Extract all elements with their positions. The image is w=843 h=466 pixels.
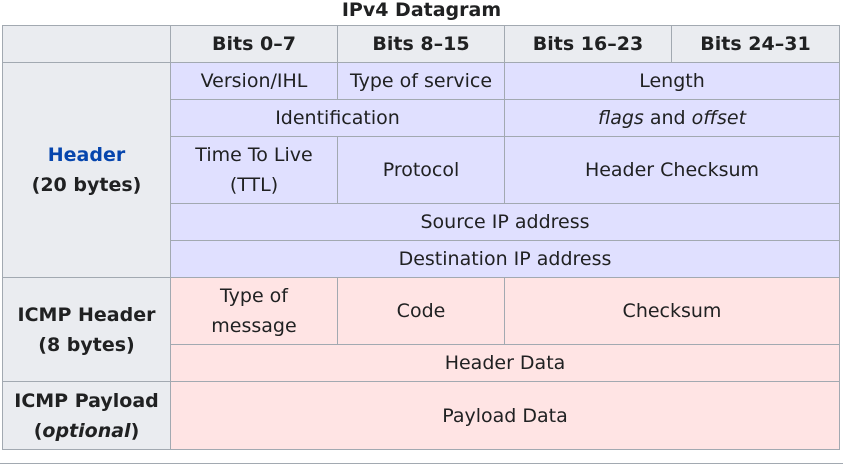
icmp-payload-title: ICMP Payload <box>14 389 159 412</box>
open-paren: ( <box>33 419 43 442</box>
checksum-cell: Checksum <box>504 277 840 345</box>
identification-cell: Identification <box>170 99 505 137</box>
table-row: Header Data <box>3 344 840 382</box>
ttl-line2: (TTL) <box>229 174 279 196</box>
flags-text: flags <box>597 107 644 129</box>
header-data-cell: Header Data <box>170 344 840 382</box>
column-header-row: Bits 0–7 Bits 8–15 Bits 16–23 Bits 24–31 <box>2 25 840 63</box>
source-ip-cell: Source IP address <box>170 203 840 241</box>
header-size: (20 bytes) <box>31 174 142 196</box>
corner-cell <box>2 25 171 63</box>
column-header: Bits 0–7 <box>170 25 338 63</box>
table-row: Time To Live (TTL) Protocol Header Check… <box>3 136 840 204</box>
payload-data-cell: Payload Data <box>170 381 840 450</box>
header-checksum-cell: Header Checksum <box>504 136 840 204</box>
optional-text: optional <box>42 419 131 442</box>
version-ihl-cell: Version/IHL <box>170 62 338 100</box>
offset-text: offset <box>691 107 747 129</box>
close-paren: ) <box>130 419 140 442</box>
type-line1: Type of <box>220 285 288 307</box>
type-of-message-cell: Type of message <box>170 277 338 345</box>
and-text: and <box>649 107 686 129</box>
table-row: ICMP Payload (optional) Payload Data <box>2 381 840 450</box>
table-row: Destination IP address <box>3 240 840 278</box>
column-header: Bits 8–15 <box>337 25 505 63</box>
table-row: Header (20 bytes) Version/IHL Type of se… <box>2 62 840 278</box>
table-row: Source IP address <box>3 203 840 241</box>
type-line2: message <box>211 315 297 337</box>
icmp-header-title: ICMP Header <box>17 303 156 326</box>
ip-header-row-label: Header (20 bytes) <box>2 62 171 278</box>
header-link[interactable]: Header <box>47 144 126 166</box>
flags-offset-cell: flags and offset <box>504 99 840 137</box>
length-cell: Length <box>504 62 840 100</box>
icmp-header-row-label: ICMP Header (8 bytes) <box>2 277 171 382</box>
icmp-payload-row-label: ICMP Payload (optional) <box>2 381 171 450</box>
column-header: Bits 16–23 <box>504 25 672 63</box>
table-row: Identification flags and offset <box>3 99 840 137</box>
table-caption: IPv4 Datagram <box>341 0 502 21</box>
table-row: ICMP Header (8 bytes) Type of message Co… <box>2 277 840 382</box>
bottom-rule <box>0 463 843 464</box>
code-cell: Code <box>337 277 505 345</box>
destination-ip-cell: Destination IP address <box>170 240 840 278</box>
ttl-cell: Time To Live (TTL) <box>170 136 338 204</box>
column-header: Bits 24–31 <box>671 25 840 63</box>
ipv4-datagram-table: Bits 0–7 Bits 8–15 Bits 16–23 Bits 24–31… <box>2 25 840 450</box>
icmp-header-size: (8 bytes) <box>38 333 135 356</box>
ttl-line1: Time To Live <box>195 144 313 166</box>
protocol-cell: Protocol <box>337 136 505 204</box>
type-of-service-cell: Type of service <box>337 62 505 100</box>
